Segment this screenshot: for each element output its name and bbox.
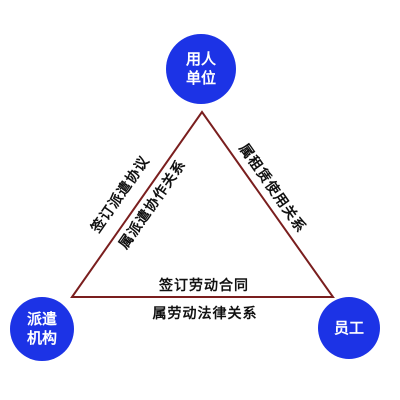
- triangle-outline: [70, 110, 335, 298]
- node-agency-line1: 派遣: [26, 310, 57, 328]
- edge-label-bottom-inner: 签订劳动合同: [159, 278, 249, 294]
- node-agency-line2: 机构: [26, 329, 57, 347]
- node-employer-line2: 单位: [185, 69, 216, 87]
- node-employer-line1: 用人: [185, 50, 216, 68]
- node-employer: 用人 单位: [166, 34, 236, 104]
- node-employee: 员工: [318, 297, 380, 359]
- edge-label-bottom-outer: 属劳动法律关系: [152, 306, 258, 322]
- node-agency: 派遣 机构: [10, 297, 74, 361]
- node-employee-line1: 员工: [333, 318, 364, 337]
